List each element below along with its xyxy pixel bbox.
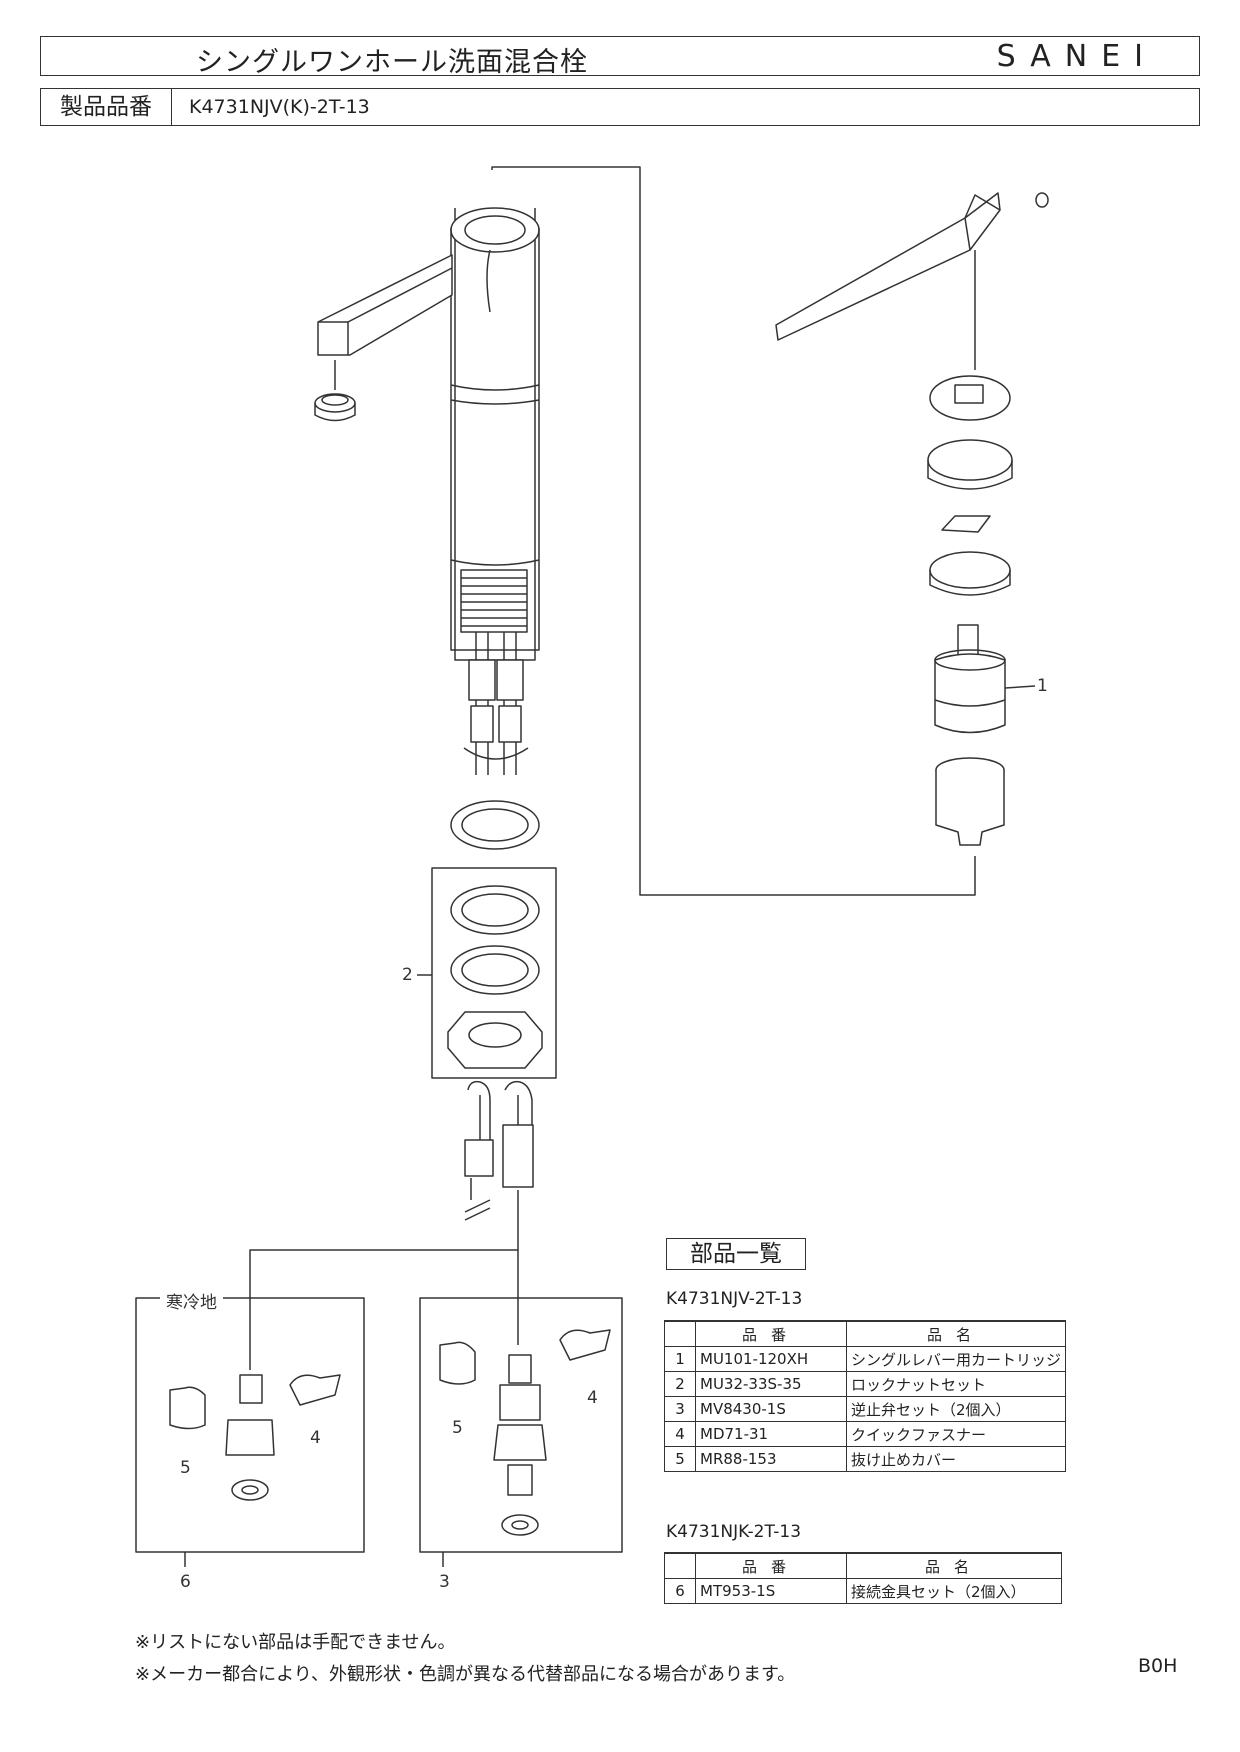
row-no: 2 bbox=[664, 1371, 696, 1397]
model-value: K4731NJV(K)-2T-13 bbox=[189, 96, 370, 118]
part-label-3: 3 bbox=[439, 1572, 450, 1592]
row-name: 抜け止めカバー bbox=[845, 1446, 1067, 1472]
cold-region-label: 寒冷地 bbox=[160, 1288, 223, 1313]
row-name: ロックナットセット bbox=[845, 1371, 1067, 1397]
row-name: クイックファスナー bbox=[845, 1421, 1067, 1447]
model-number-box: 製品品番 K4731NJV(K)-2T-13 bbox=[40, 88, 1200, 126]
footer-code: B0H bbox=[1138, 1655, 1178, 1677]
row-name: シングルレバー用カートリッジ bbox=[845, 1346, 1067, 1372]
row-name: 接続金具セット（2個入） bbox=[846, 1578, 1062, 1604]
row-code: MV8430-1S bbox=[695, 1396, 847, 1422]
aerator-part bbox=[314, 393, 356, 422]
table1-col-no bbox=[664, 1320, 696, 1347]
part-label-1: 1 bbox=[1037, 676, 1048, 696]
table-row: 5 MR88-153 抜け止めカバー bbox=[664, 1446, 1067, 1472]
parts-table-2: 品番 品名 6 MT953-1S 接続金具セット（2個入） bbox=[664, 1552, 1062, 1604]
cartridge-part bbox=[934, 624, 1036, 734]
table1-model: K4731NJV-2T-13 bbox=[666, 1289, 803, 1309]
brand-logo: SANEI bbox=[996, 39, 1157, 74]
cartridge-clip bbox=[941, 515, 991, 533]
row-name: 逆止弁セット（2個入） bbox=[845, 1396, 1067, 1422]
parts-list-heading: 部品一覧 bbox=[666, 1238, 806, 1270]
table2-col-no bbox=[664, 1552, 696, 1579]
table-row: 4 MD71-31 クイックファスナー bbox=[664, 1421, 1067, 1447]
std-kit-fastener bbox=[559, 1329, 611, 1361]
row-no: 1 bbox=[664, 1346, 696, 1372]
table2-model: K4731NJK-2T-13 bbox=[666, 1522, 802, 1542]
check-valve-kit-frame bbox=[419, 1297, 623, 1553]
locknut-hex bbox=[447, 1011, 543, 1069]
table2-col-code: 品番 bbox=[695, 1552, 847, 1579]
part-label-4-std: 4 bbox=[587, 1388, 598, 1408]
row-no: 6 bbox=[664, 1578, 696, 1604]
table2-col-name: 品名 bbox=[846, 1552, 1062, 1579]
model-label: 製品品番 bbox=[41, 89, 172, 125]
part-label-5-cold: 5 bbox=[180, 1458, 191, 1478]
cold-region-kit-frame bbox=[135, 1297, 365, 1553]
row-no: 3 bbox=[664, 1396, 696, 1422]
cover-nut bbox=[927, 439, 1013, 481]
part-label-4-cold: 4 bbox=[310, 1428, 321, 1448]
cold-kit-fastener bbox=[289, 1374, 341, 1406]
table1-col-name: 品名 bbox=[845, 1320, 1067, 1347]
row-no: 4 bbox=[664, 1421, 696, 1447]
table1-col-code: 品番 bbox=[695, 1320, 847, 1347]
row-no: 5 bbox=[664, 1446, 696, 1472]
row-code: MD71-31 bbox=[695, 1421, 847, 1447]
locking-ring bbox=[929, 551, 1011, 589]
lever-handle bbox=[775, 192, 1049, 341]
note-2: ※メーカー都合により、外観形状・色調が異なる代替部品になる場合があります。 bbox=[135, 1664, 796, 1685]
part-label-2: 2 bbox=[402, 965, 413, 985]
leader-line-body-to-cartridge bbox=[491, 166, 976, 896]
part-label-5-std: 5 bbox=[452, 1418, 463, 1438]
washer-top bbox=[450, 800, 540, 850]
note-1: ※リストにない部品は手配できません。 bbox=[135, 1632, 456, 1653]
std-kit-fitting bbox=[493, 1354, 547, 1536]
row-code: MU101-120XH bbox=[695, 1346, 847, 1372]
cold-kit-fitting bbox=[225, 1374, 275, 1501]
faucet-body bbox=[317, 207, 540, 775]
table-row: 6 MT953-1S 接続金具セット（2個入） bbox=[664, 1578, 1062, 1604]
handle-cap bbox=[929, 375, 1011, 421]
cartridge-case bbox=[935, 757, 1005, 846]
cold-kit-cover bbox=[169, 1386, 206, 1430]
product-title: シングルワンホール洗面混合栓 bbox=[196, 47, 588, 78]
part-label-6: 6 bbox=[180, 1572, 191, 1592]
row-code: MR88-153 bbox=[695, 1446, 847, 1472]
table-row: 2 MU32-33S-35 ロックナットセット bbox=[664, 1371, 1067, 1397]
parts-table-1: 品番 品名 1 MU101-120XH シングルレバー用カートリッジ 2 MU3… bbox=[664, 1320, 1067, 1472]
row-code: MT953-1S bbox=[695, 1578, 847, 1604]
locknut-set-frame bbox=[431, 867, 557, 1079]
header-title-box: シングルワンホール洗面混合栓 SANEI bbox=[40, 36, 1200, 78]
std-kit-cover bbox=[439, 1341, 476, 1385]
row-code: MU32-33S-35 bbox=[695, 1371, 847, 1397]
table-row: 3 MV8430-1S 逆止弁セット（2個入） bbox=[664, 1396, 1067, 1422]
table-row: 1 MU101-120XH シングルレバー用カートリッジ bbox=[664, 1346, 1067, 1372]
